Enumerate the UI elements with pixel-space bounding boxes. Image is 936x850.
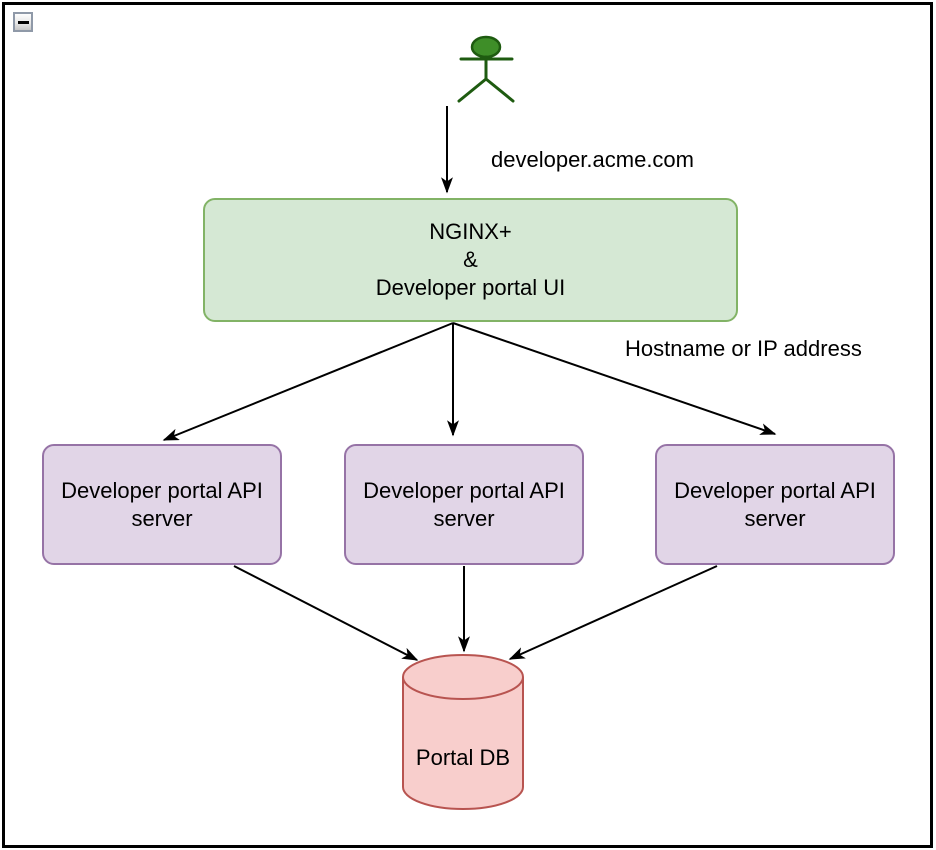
- edge-label-request-url: developer.acme.com: [491, 147, 694, 172]
- node-api-server-1[interactable]: Developer portal API server: [42, 444, 282, 565]
- actor-body: [457, 55, 515, 103]
- node-api-server-3[interactable]: Developer portal API server: [655, 444, 895, 565]
- edge-label-hostname-or-ip: Hostname or IP address: [625, 336, 862, 361]
- actor-head: [470, 35, 502, 59]
- node-gateway[interactable]: NGINX+ & Developer portal UI: [203, 198, 738, 322]
- node-api-server-2[interactable]: Developer portal API server: [344, 444, 584, 565]
- gateway-label-line1: NGINX+: [429, 219, 512, 244]
- gateway-label-line2: &: [463, 247, 478, 272]
- edge-api-1-to-db: [233, 565, 417, 661]
- gateway-label-line3: Developer portal UI: [375, 275, 566, 300]
- collapse-button[interactable]: [13, 12, 33, 32]
- cylinder-body: [402, 654, 524, 810]
- api-server-label-line2: server: [433, 505, 495, 531]
- api-server-label-line2: server: [744, 505, 806, 531]
- edge-api-3-to-db: [510, 565, 718, 660]
- actor-icon[interactable]: [457, 35, 515, 103]
- database-cylinder[interactable]: [402, 654, 524, 810]
- api-server-label-line1: Developer portal API: [674, 477, 876, 503]
- api-server-label-line1: Developer portal API: [363, 477, 565, 503]
- edge-gateway-to-api-1: [164, 322, 454, 441]
- edge-gateway-to-api-3: [452, 322, 775, 435]
- cylinder-lid: [402, 676, 524, 700]
- database-label: Portal DB: [415, 745, 511, 770]
- api-server-label-line1: Developer portal API: [61, 477, 263, 503]
- minus-icon: [17, 20, 29, 24]
- api-server-label-line2: server: [131, 505, 193, 531]
